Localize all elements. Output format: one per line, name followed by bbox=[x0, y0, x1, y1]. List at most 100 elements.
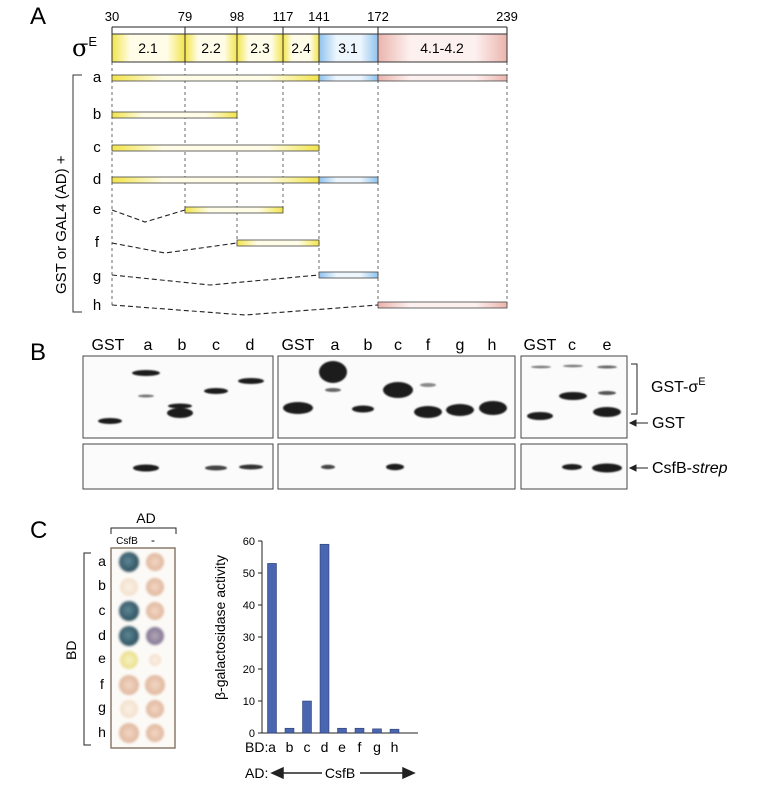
x-tick-label: b bbox=[286, 739, 294, 755]
construct-letter: d bbox=[93, 171, 101, 188]
region-box bbox=[111, 33, 186, 63]
lane-label: b bbox=[364, 337, 373, 354]
band bbox=[383, 382, 413, 398]
plate-row-letters: a b c d e f g h bbox=[98, 553, 106, 740]
yeast-spot bbox=[120, 578, 138, 596]
y-tick-label: 30 bbox=[243, 632, 255, 644]
band bbox=[98, 418, 122, 424]
region-label: 2.3 bbox=[250, 40, 270, 56]
yeast-spot bbox=[120, 651, 138, 669]
position-label: 30 bbox=[105, 9, 119, 24]
lane-label: g bbox=[456, 337, 465, 354]
construct-bar bbox=[111, 176, 320, 184]
plate-row-letter: f bbox=[100, 676, 104, 692]
position-label: 98 bbox=[230, 9, 244, 24]
construct-letter: e bbox=[93, 201, 101, 218]
gel-frame-coomassie-2 bbox=[277, 355, 516, 439]
band bbox=[562, 464, 582, 470]
csfb-strep-label: CsfB-strep bbox=[652, 460, 728, 477]
panel-a-letter: A bbox=[30, 3, 46, 30]
guide-lines bbox=[111, 62, 508, 305]
yeast-spot bbox=[146, 578, 164, 596]
bar bbox=[319, 543, 330, 734]
band bbox=[559, 392, 587, 400]
band bbox=[239, 464, 263, 470]
yeast-spot bbox=[146, 627, 164, 645]
band bbox=[446, 404, 474, 416]
bd-bracket bbox=[83, 552, 91, 746]
region-box bbox=[377, 33, 508, 63]
region-box bbox=[184, 33, 238, 63]
band bbox=[325, 388, 341, 392]
plate-row-letter: h bbox=[98, 724, 106, 740]
yeast-spot bbox=[119, 552, 139, 572]
band bbox=[133, 464, 159, 472]
position-label: 79 bbox=[178, 9, 192, 24]
construct-letter: b bbox=[93, 106, 101, 123]
construct-letter: h bbox=[93, 297, 101, 314]
chart-ylabel: β-galactosidase activity bbox=[212, 555, 228, 700]
gst-arrow bbox=[628, 419, 648, 427]
position-label: 239 bbox=[496, 9, 518, 24]
construct-bar bbox=[184, 206, 284, 214]
lane-label: c bbox=[212, 337, 220, 354]
bd-label: BD bbox=[63, 641, 79, 660]
construct-bar bbox=[111, 111, 238, 119]
x-tick-label: e bbox=[338, 739, 346, 755]
gel2-lane-labels: GST a b c f g h bbox=[282, 337, 497, 354]
yeast-spot bbox=[120, 700, 138, 718]
lane-label: e bbox=[603, 337, 612, 354]
y-tick-label: 0 bbox=[249, 728, 255, 740]
lane-label: a bbox=[144, 337, 153, 354]
construct-letter: c bbox=[93, 139, 101, 156]
band bbox=[205, 465, 227, 471]
gst-sigma-bracket bbox=[631, 363, 638, 415]
construct-bar bbox=[111, 144, 320, 152]
yeast-spot bbox=[146, 724, 164, 742]
ad-value: CsfB bbox=[325, 765, 355, 781]
yeast-spot bbox=[119, 601, 139, 621]
band bbox=[352, 405, 374, 413]
x-tick-label: c bbox=[304, 739, 311, 755]
yeast-spot bbox=[146, 553, 164, 571]
band bbox=[597, 365, 617, 369]
chart-bars bbox=[267, 543, 400, 734]
construct-bar bbox=[318, 271, 379, 279]
region-label: 3.1 bbox=[338, 40, 358, 56]
bar bbox=[337, 727, 347, 734]
x-tick-label: d bbox=[321, 739, 329, 755]
band bbox=[283, 402, 313, 414]
construct-bar bbox=[318, 74, 379, 82]
gel-bands bbox=[98, 361, 622, 473]
construct-letter: f bbox=[95, 234, 100, 251]
yeast-spot bbox=[146, 700, 164, 718]
band bbox=[531, 365, 551, 369]
gst-label: GST bbox=[652, 415, 685, 432]
lane-label: h bbox=[488, 337, 497, 354]
plate-row-letter: g bbox=[98, 699, 106, 715]
lane-label: c bbox=[394, 337, 402, 354]
col-minus-label: - bbox=[151, 533, 155, 547]
band bbox=[479, 401, 507, 415]
band bbox=[319, 361, 347, 383]
x-tick-label: a bbox=[268, 739, 276, 755]
position-label: 172 bbox=[367, 9, 389, 24]
lane-label: a bbox=[331, 337, 340, 354]
gst-sigma-label: GST-σE bbox=[651, 376, 706, 396]
construct-bracket bbox=[72, 74, 82, 313]
plate-row-letter: c bbox=[99, 602, 106, 618]
band bbox=[386, 463, 404, 471]
position-label: 141 bbox=[308, 9, 330, 24]
construct-bar bbox=[236, 239, 320, 247]
y-tick-label: 40 bbox=[243, 600, 255, 612]
deletion-lines bbox=[111, 209, 379, 316]
construct-bars bbox=[111, 74, 508, 309]
bar bbox=[284, 727, 295, 734]
gel3-lane-labels: GST c e bbox=[524, 337, 612, 354]
construct-bar bbox=[318, 176, 379, 184]
x-tick-label: f bbox=[358, 739, 362, 755]
region-label: 2.2 bbox=[201, 40, 221, 56]
region-labels: 2.1 2.2 2.3 2.4 3.1 4.1-4.2 bbox=[138, 40, 464, 56]
